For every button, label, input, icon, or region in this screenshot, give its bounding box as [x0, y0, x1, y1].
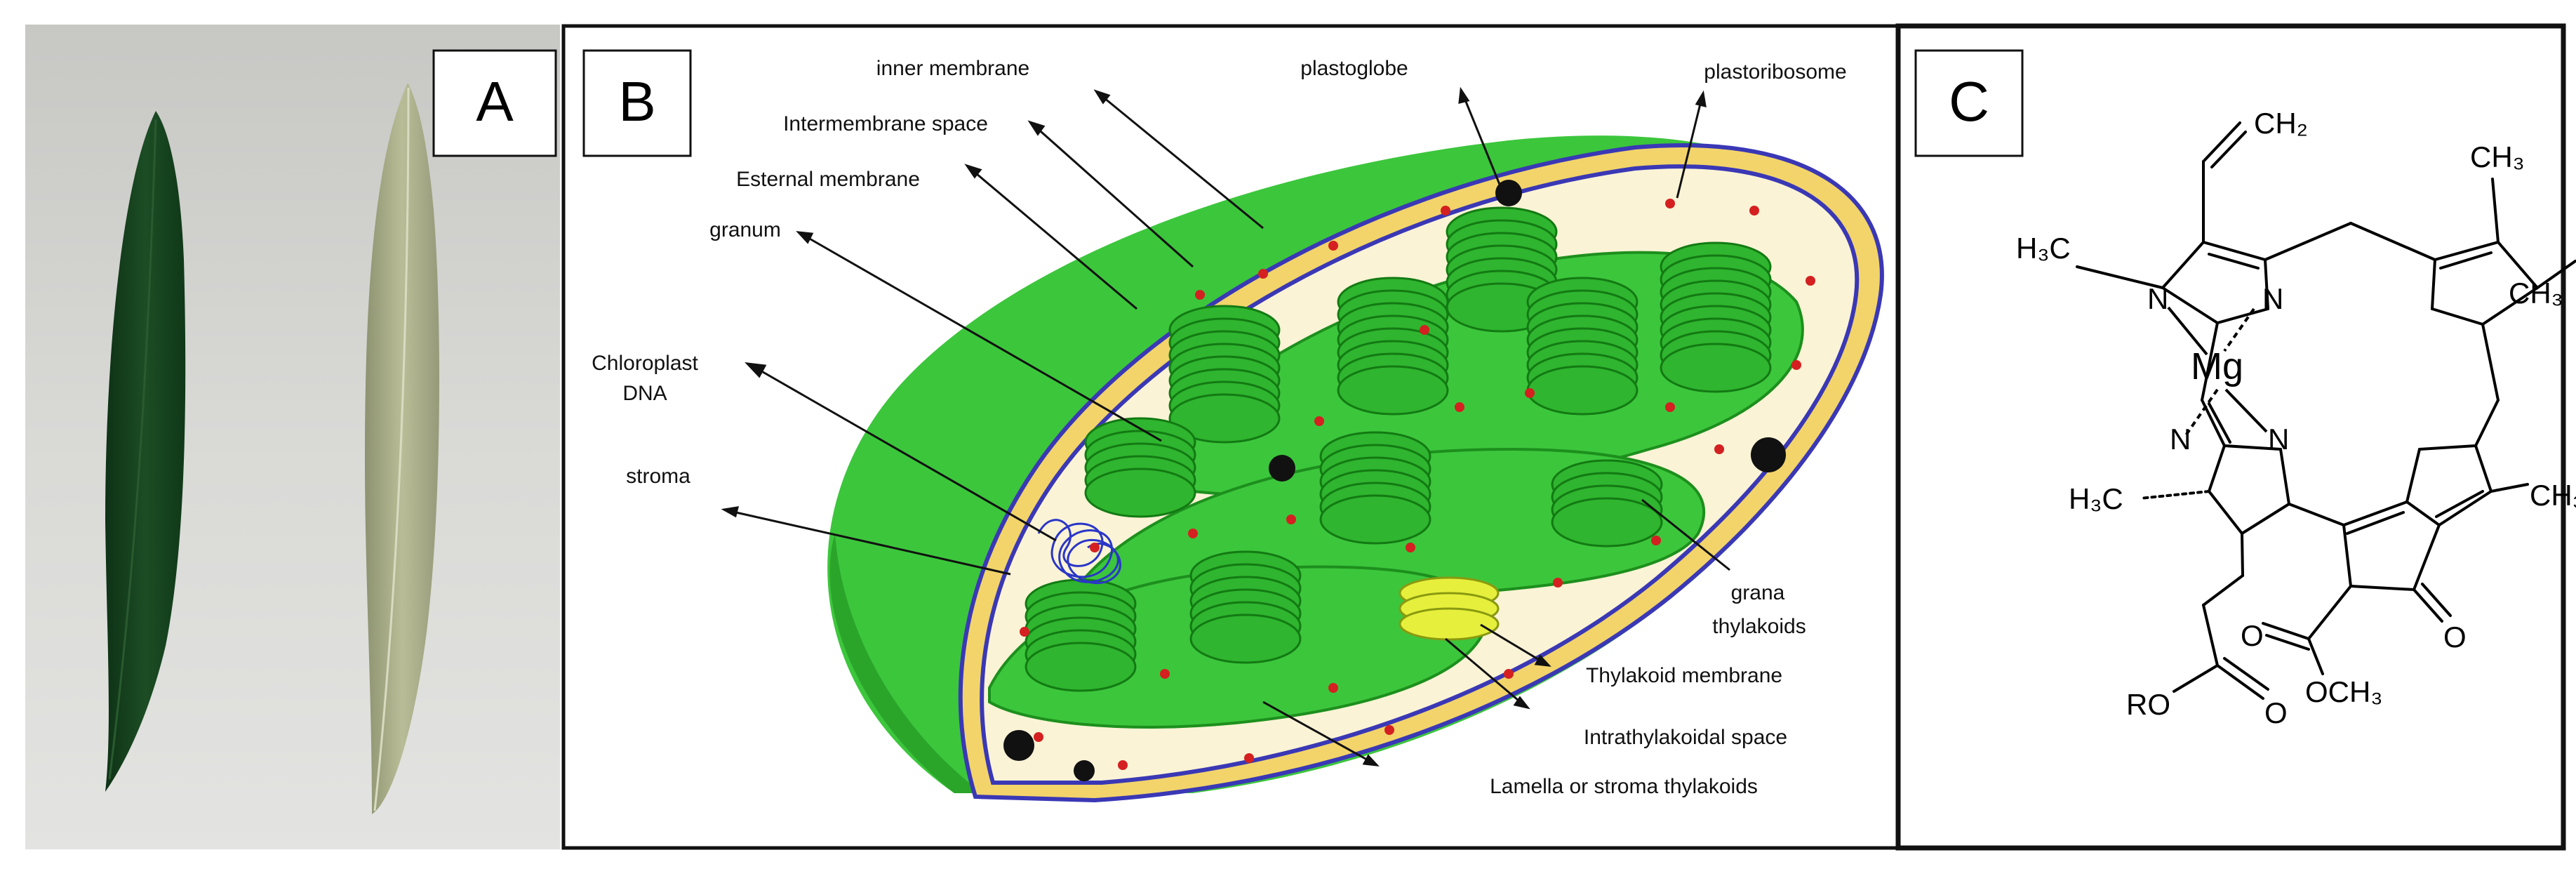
panel-b-letter: B	[618, 70, 655, 133]
atom-ester-o: O	[2241, 619, 2264, 652]
atom-n1: N	[2147, 282, 2168, 315]
label-thylakoid-membrane: Thylakoid membrane	[1586, 664, 1782, 687]
chloroplast-dna-icon	[1037, 519, 1121, 585]
panel-a-letter: A	[476, 70, 514, 133]
leaf-dark-upper-side	[105, 111, 186, 792]
label-plastoribosome: plastoribosome	[1704, 60, 1846, 84]
panel-c-letter: C	[1949, 70, 1989, 133]
label-grana-thylakoids-line2: thylakoids	[1712, 615, 1806, 638]
panel-a: A	[25, 25, 560, 849]
mg-coordination-bonds	[2167, 306, 2268, 437]
atom-methoxy: OCH₃	[2305, 675, 2382, 708]
leaf-light-midrib	[373, 87, 410, 811]
label-inner-membrane: inner membrane	[876, 57, 1029, 80]
plastoribosomes	[1020, 199, 1815, 770]
atom-methyl-top-right: CH₃	[2470, 140, 2525, 173]
molecule-bonds	[2076, 121, 2576, 700]
label-arrows	[721, 86, 1730, 767]
granum-stack	[1660, 241, 1772, 393]
granum-stack	[1168, 305, 1281, 444]
label-lamella-stroma-thylakoids: Lamella or stroma thylakoids	[1490, 775, 1758, 798]
atom-n3: N	[2170, 423, 2191, 456]
panel-c: C	[1895, 23, 2576, 851]
label-chloroplast-dna-line2: DNA	[622, 382, 667, 405]
panel-b: B	[561, 24, 1900, 850]
label-intermembrane-space: Intermembrane space	[783, 112, 988, 135]
atom-n4: N	[2268, 423, 2289, 456]
atom-methyl-right: CH₃	[2530, 479, 2576, 512]
atom-mg: Mg	[2191, 345, 2243, 387]
leaf-dark-midrib	[108, 119, 157, 780]
hull-shadow	[829, 533, 982, 793]
label-stroma: stroma	[626, 465, 690, 488]
label-intrathylakoidal-space: Intrathylakoidal space	[1584, 726, 1787, 749]
atom-methyl-top-left: H₃C	[2016, 232, 2071, 265]
label-chloroplast-dna-line1: Chloroplast	[592, 352, 698, 375]
panel-c-letter-box	[1914, 49, 2024, 157]
highlighted-thylakoid	[1399, 576, 1500, 641]
panel-c-frame	[1895, 23, 2566, 851]
atom-vinyl-ch2: CH₂	[2254, 107, 2308, 140]
leaf-light-lower-side	[365, 83, 440, 814]
granum-stack	[1084, 417, 1196, 518]
granum-stack	[1189, 550, 1302, 664]
label-granum: granum	[709, 218, 781, 241]
atom-carbonyl-o: O	[2264, 696, 2288, 729]
atom-n2: N	[2262, 282, 2283, 315]
atom-methyl-left: H₃C	[2069, 482, 2123, 515]
label-esternal-membrane: Esternal membrane	[736, 168, 920, 191]
panel-a-letter-box	[432, 49, 557, 157]
label-grana-thylakoids-line1: grana	[1731, 581, 1785, 604]
atom-ethyl-ch3: CH₃	[2509, 277, 2563, 310]
label-plastoglobe: plastoglobe	[1300, 57, 1408, 80]
granum-stack	[1319, 431, 1432, 545]
granum-stack	[1337, 277, 1449, 416]
atom-ro: RO	[2126, 688, 2170, 721]
plastoglobules	[1003, 180, 1786, 781]
panel-b-letter-box	[582, 49, 692, 157]
atom-ketone-o: O	[2443, 621, 2467, 654]
granum-stack	[1526, 277, 1639, 416]
granum-stack	[1025, 578, 1137, 692]
